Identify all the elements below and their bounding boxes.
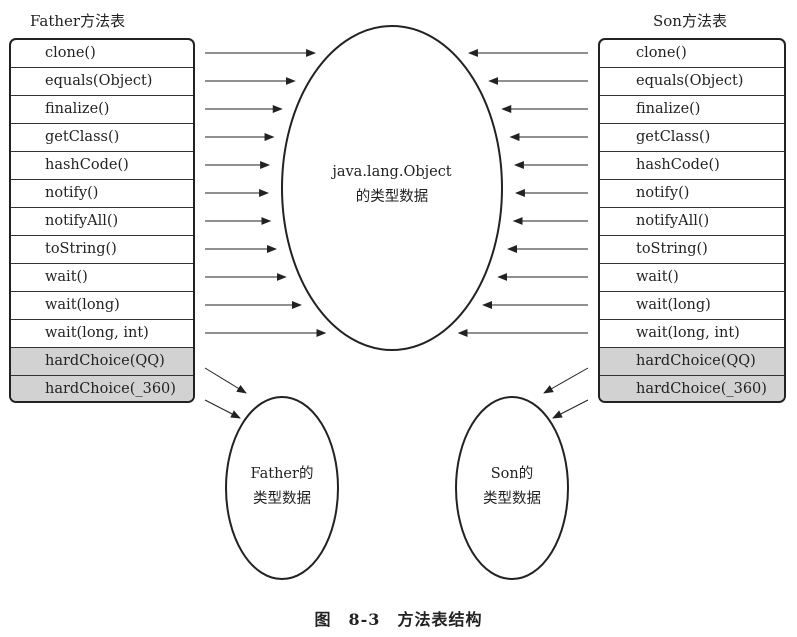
son-to-son-data-arrow: [552, 399, 589, 419]
object-type-data-ellipse: [281, 25, 503, 351]
son-method-row: finalize(): [600, 96, 784, 124]
son-ellipse-line2: 类型数据: [483, 491, 541, 507]
father-method-row: clone(): [11, 40, 193, 68]
father-ellipse-label: Father的 类型数据: [222, 462, 342, 512]
father-method-row: notify(): [11, 180, 193, 208]
son-method-row: hardChoice(QQ): [600, 348, 784, 376]
son-method-row: equals(Object): [600, 68, 784, 96]
son-method-row: wait(long): [600, 292, 784, 320]
father-to-father-data-arrow: [204, 367, 247, 394]
son-method-row: wait(): [600, 264, 784, 292]
father-ellipse-line1: Father的: [250, 466, 314, 482]
father-method-row: wait(long): [11, 292, 193, 320]
son-method-row: hardChoice(_360): [600, 376, 784, 401]
son-to-son-data-arrow: [543, 367, 589, 394]
son-method-row: toString(): [600, 236, 784, 264]
figure-caption: 图 8-3 方法表结构: [314, 610, 483, 629]
son-method-row: notifyAll(): [600, 208, 784, 236]
object-ellipse-line2: 的类型数据: [355, 189, 429, 205]
father-method-row: getClass(): [11, 124, 193, 152]
father-method-row: hardChoice(_360): [11, 376, 193, 401]
object-ellipse-label: java.lang.Object 的类型数据: [302, 160, 482, 210]
son-type-data-ellipse: [455, 396, 569, 580]
son-method-row: clone(): [600, 40, 784, 68]
son-method-table: clone()equals(Object)finalize()getClass(…: [598, 38, 786, 403]
father-ellipse-line2: 类型数据: [253, 491, 311, 507]
father-type-data-ellipse: [225, 396, 339, 580]
son-method-row: wait(long, int): [600, 320, 784, 348]
father-method-row: hashCode(): [11, 152, 193, 180]
father-method-row: wait(): [11, 264, 193, 292]
son-ellipse-line1: Son的: [490, 466, 534, 482]
father-method-row: equals(Object): [11, 68, 193, 96]
object-ellipse-line1: java.lang.Object: [332, 164, 452, 180]
father-method-row: finalize(): [11, 96, 193, 124]
father-method-row: hardChoice(QQ): [11, 348, 193, 376]
son-method-row: getClass(): [600, 124, 784, 152]
father-method-row: wait(long, int): [11, 320, 193, 348]
father-method-row: notifyAll(): [11, 208, 193, 236]
father-table-title: Father方法表: [30, 12, 126, 30]
son-method-row: notify(): [600, 180, 784, 208]
father-method-row: toString(): [11, 236, 193, 264]
father-to-father-data-arrow: [204, 399, 241, 419]
son-method-row: hashCode(): [600, 152, 784, 180]
father-method-table: clone()equals(Object)finalize()getClass(…: [9, 38, 195, 403]
son-table-title: Son方法表: [653, 12, 727, 30]
son-ellipse-label: Son的 类型数据: [452, 462, 572, 512]
